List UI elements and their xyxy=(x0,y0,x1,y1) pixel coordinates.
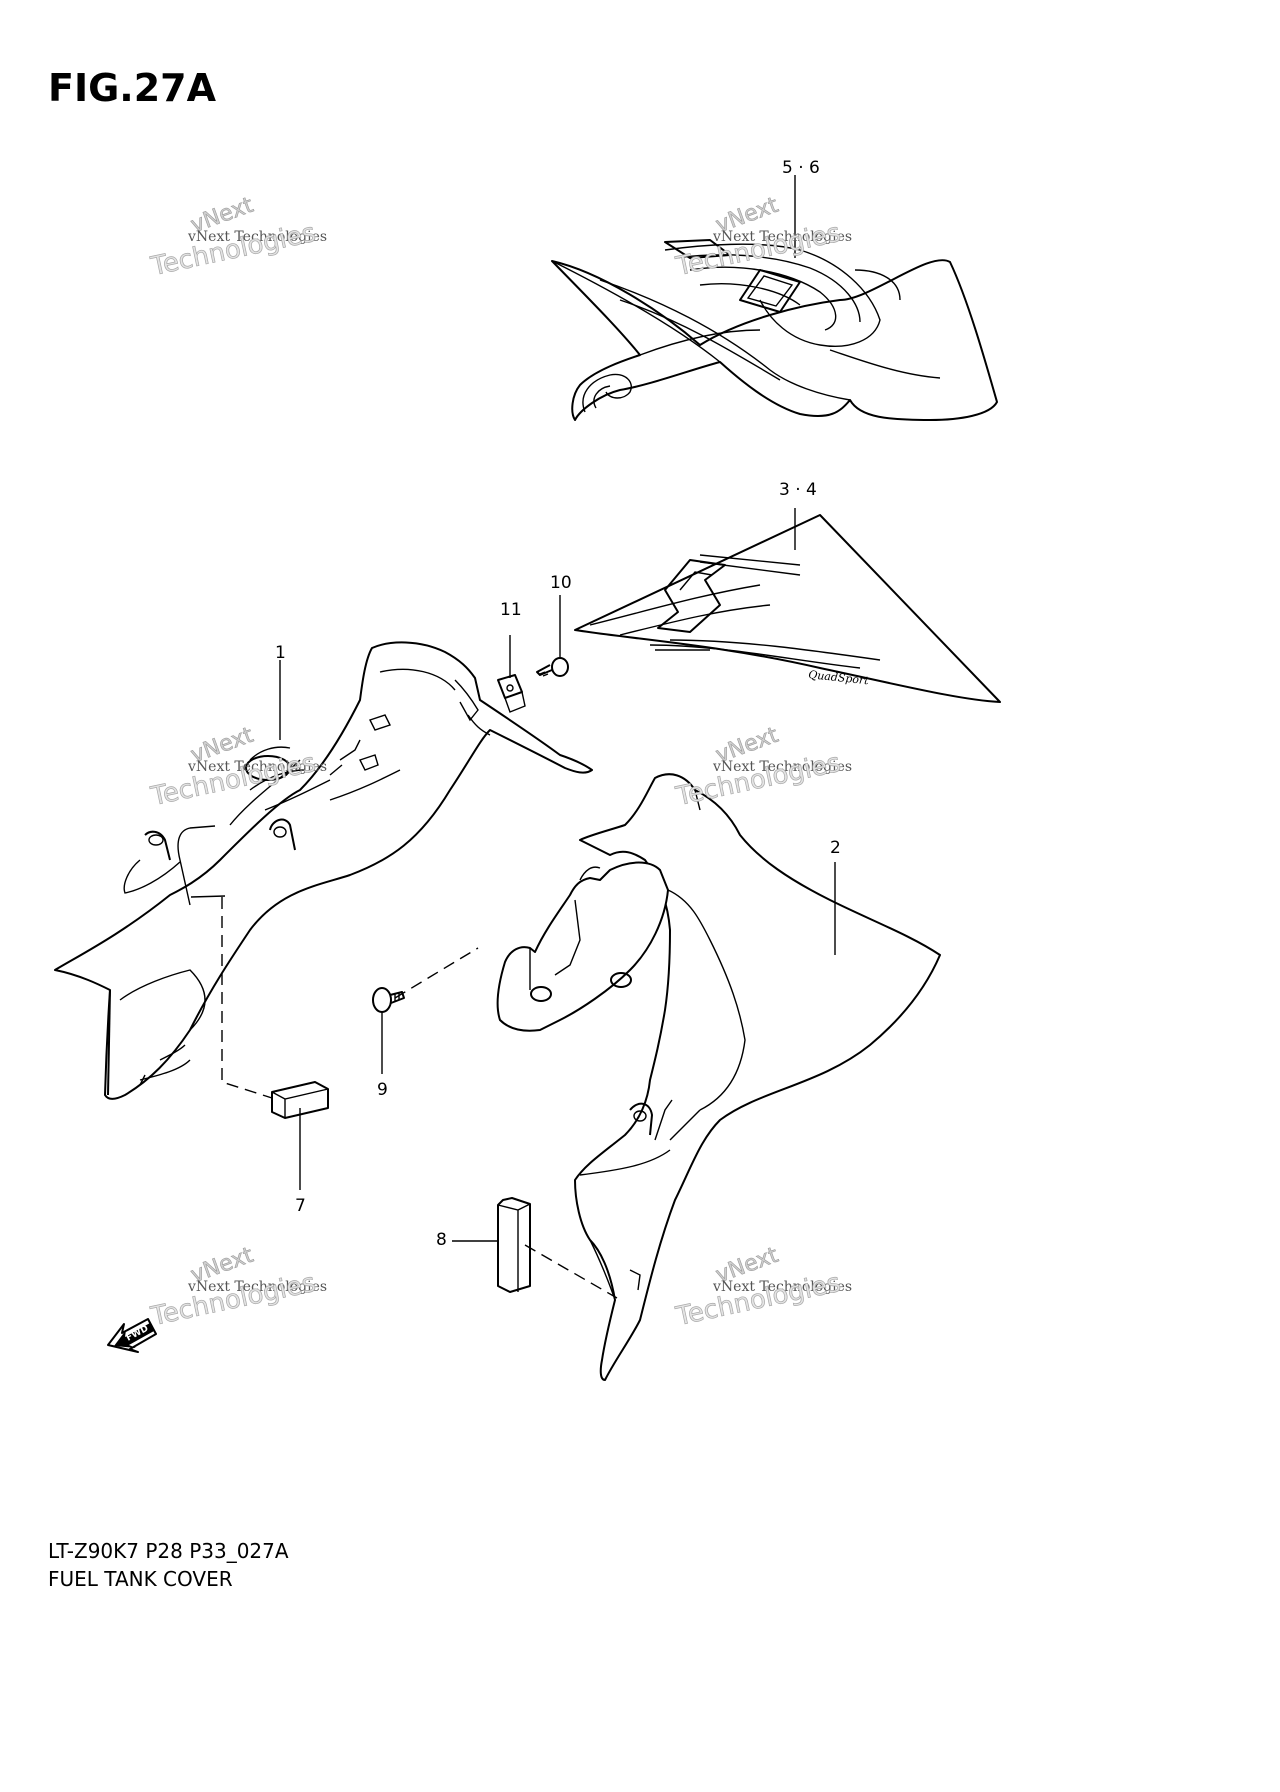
screw-10 xyxy=(536,657,569,677)
pad-8 xyxy=(497,1197,531,1293)
callout-3-4: 3 · 4 xyxy=(779,480,817,500)
callout-9: 9 xyxy=(377,1080,388,1100)
callout-2: 2 xyxy=(830,838,841,858)
part-2-cover xyxy=(496,773,941,1381)
callout-7: 7 xyxy=(295,1196,306,1216)
callout-1: 1 xyxy=(275,643,286,663)
callout-10: 10 xyxy=(550,573,572,593)
decal-5-6 xyxy=(551,239,998,421)
callout-8: 8 xyxy=(436,1230,447,1250)
figure-title: FIG.27A xyxy=(48,66,217,110)
leader-lines xyxy=(190,175,836,1299)
decal-3-4: QuadSport xyxy=(574,514,1001,703)
pad-7 xyxy=(271,1081,329,1119)
screw-9 xyxy=(372,987,405,1013)
fwd-arrow-icon: FWD xyxy=(107,1318,157,1353)
clip-11 xyxy=(497,674,526,713)
svg-text:QuadSport: QuadSport xyxy=(808,668,870,687)
callout-5-6: 5 · 6 xyxy=(782,158,820,178)
part-1-cover xyxy=(54,641,593,1100)
diagram-code: LT-Z90K7 P28 P33_027A xyxy=(48,1539,289,1563)
diagram-caption: FUEL TANK COVER xyxy=(48,1567,233,1591)
callout-11: 11 xyxy=(500,600,522,620)
